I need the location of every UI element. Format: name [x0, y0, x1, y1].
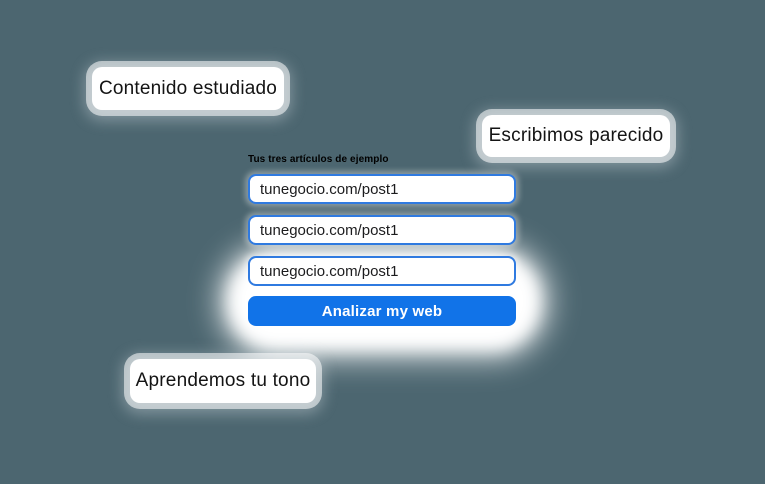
callout-contenido-estudiado: Contenido estudiado [92, 67, 284, 110]
callout-escribimos-parecido: Escribimos parecido [482, 115, 670, 157]
url-input-1[interactable] [248, 174, 516, 204]
callout-aprendemos-label: Aprendemos tu tono [135, 370, 311, 391]
callout-escribimos-label: Escribimos parecido [488, 125, 664, 146]
callout-aprendemos-tono: Aprendemos tu tono [130, 359, 316, 403]
url-input-2[interactable] [248, 215, 516, 245]
analyze-web-button[interactable]: Analizar my web [248, 296, 516, 326]
callout-contenido-label: Contenido estudiado [98, 77, 278, 99]
form-heading: Tus tres artículos de ejemplo [248, 154, 389, 165]
analyze-web-button-label: Analizar my web [321, 302, 443, 320]
url-input-3[interactable] [248, 256, 516, 286]
